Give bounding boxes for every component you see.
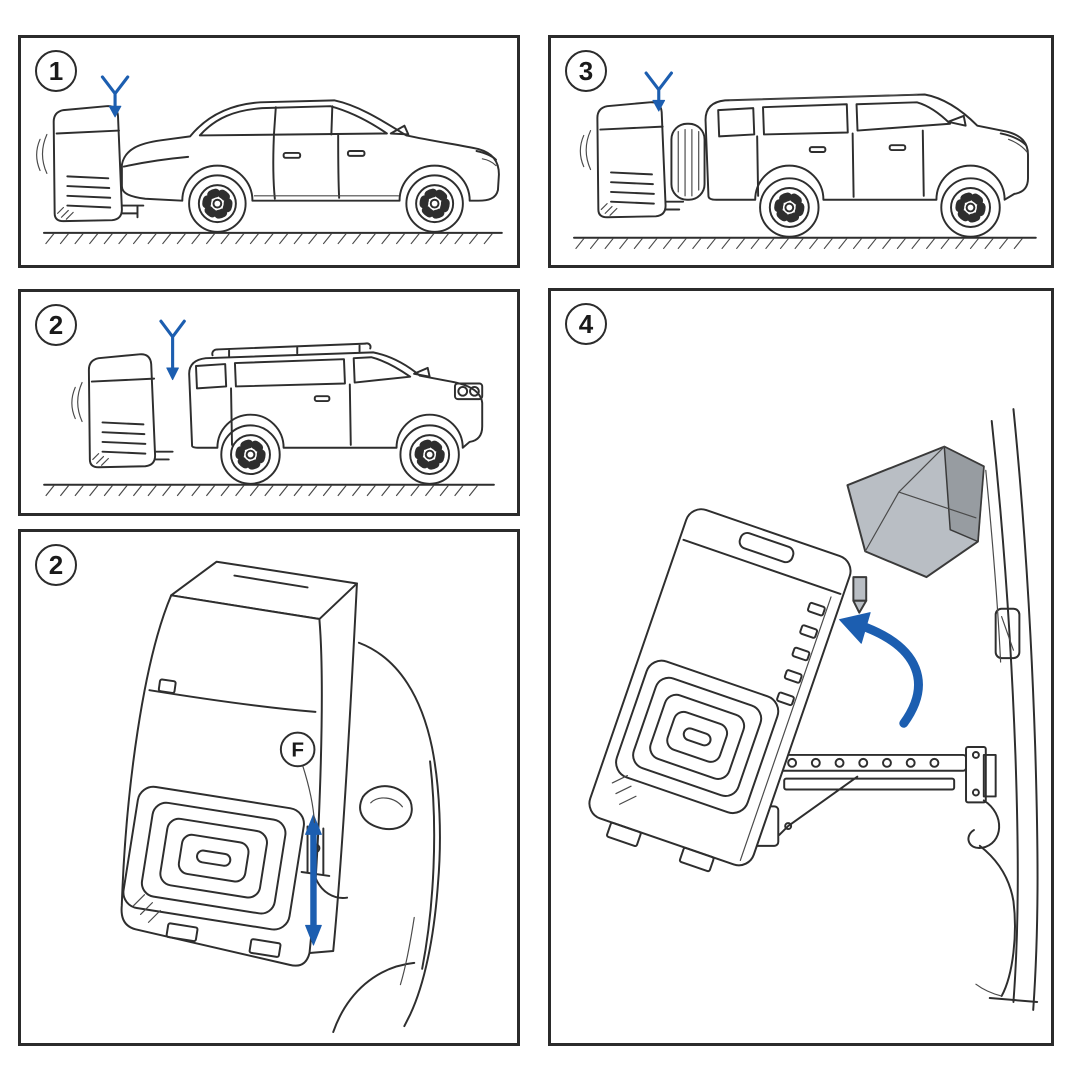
sedan-carrier-illustration [36, 75, 503, 245]
carrier-closeup-illustration: F [120, 560, 441, 1034]
panel-step-2-offroad-suv: 2 [18, 289, 520, 516]
step-number-badge: 3 [565, 50, 607, 92]
panel-step-1-sedan: 1 [18, 35, 520, 268]
vehicle-rear-corner [975, 408, 1039, 1011]
ground-line [573, 236, 1037, 250]
ground-line [42, 231, 503, 245]
step-number-badge: 4 [565, 303, 607, 345]
carrier-box [71, 353, 174, 469]
part-label-f: F [291, 738, 304, 761]
panel-step-3-suv: 3 [548, 35, 1054, 268]
roof-rack [211, 342, 372, 358]
label-f-circle: F [279, 731, 316, 824]
carrier-box-tilted [588, 508, 852, 873]
carrier-box [36, 105, 145, 223]
step-number-badge: 1 [35, 50, 77, 92]
carrier-box [579, 101, 685, 219]
mud-flap-part [846, 445, 985, 614]
down-arrow-icon [159, 319, 186, 381]
suv-illustration [670, 93, 1029, 238]
sedan-illustration [120, 99, 500, 233]
offroad-suv-carrier-illustration [43, 319, 495, 497]
suv-carrier-illustration [573, 71, 1037, 250]
step-number-badge: 2 [35, 304, 77, 346]
down-arrow-icon [100, 75, 130, 118]
offroad-suv-illustration [188, 342, 484, 485]
panel-step-2-carrier-detail: 2 [18, 529, 520, 1046]
vent-grooves [615, 659, 780, 815]
panel-step-4-tilt: 4 [548, 288, 1054, 1046]
ground-line [43, 483, 495, 497]
carrier-box-closeup [120, 560, 358, 967]
vent-grooves [122, 785, 305, 931]
vehicle-fender [332, 641, 441, 1034]
height-adjust-arrow-icon [305, 814, 322, 946]
spare-tire [670, 122, 706, 201]
step-number-badge: 2 [35, 544, 77, 586]
down-arrow-icon [644, 71, 673, 112]
tilt-arrow-icon [839, 612, 923, 728]
carrier-tilt-illustration [588, 408, 1039, 1011]
